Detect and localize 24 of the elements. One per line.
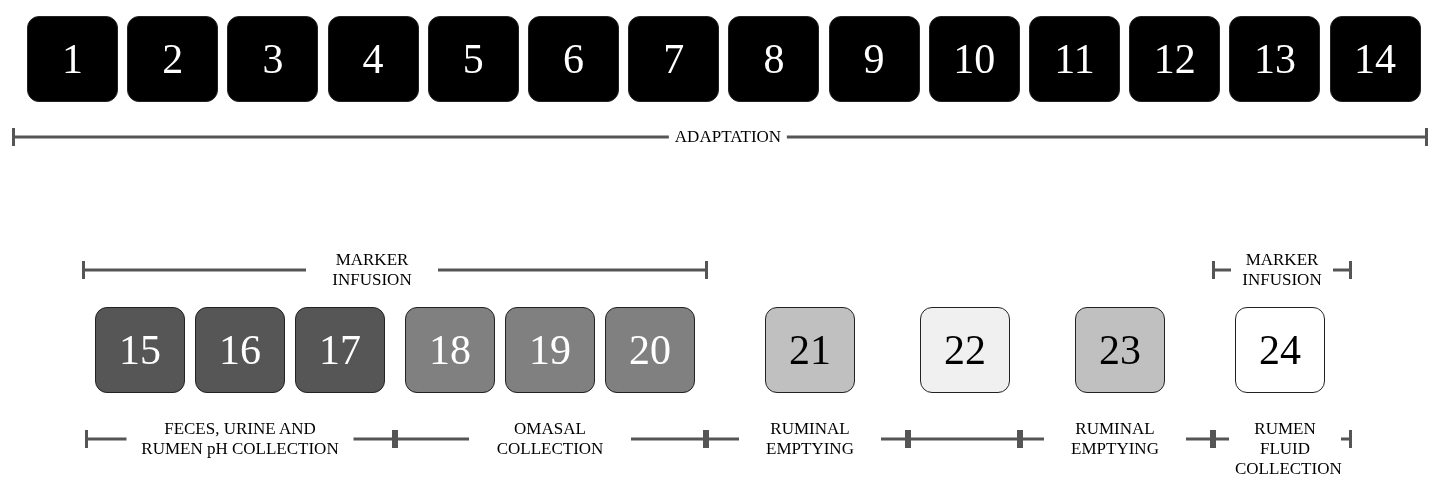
day-box: 15: [95, 307, 185, 393]
day-box: 3: [227, 16, 319, 102]
day-box: 6: [528, 16, 619, 102]
day-box: 16: [195, 307, 285, 393]
day-box: 4: [327, 16, 419, 102]
day-box: 23: [1075, 307, 1165, 393]
day-box: 22: [920, 307, 1010, 393]
day-box: 19: [505, 307, 595, 393]
day-box: 7: [628, 16, 720, 102]
day-box: 11: [1029, 16, 1120, 102]
day-box: 5: [427, 16, 519, 102]
day-box: 2: [127, 16, 219, 102]
day-box: 1: [27, 16, 118, 102]
day-box: 10: [928, 16, 1020, 102]
day-box: 24: [1235, 307, 1325, 393]
day-box: 13: [1229, 16, 1321, 102]
day-box: 14: [1329, 16, 1421, 102]
day-box: 9: [828, 16, 920, 102]
day-box: 8: [728, 16, 820, 102]
day-box: 17: [295, 307, 385, 393]
day-box: 18: [405, 307, 495, 393]
day-box: 21: [765, 307, 855, 393]
day-box: 20: [605, 307, 695, 393]
day-box: 12: [1129, 16, 1221, 102]
